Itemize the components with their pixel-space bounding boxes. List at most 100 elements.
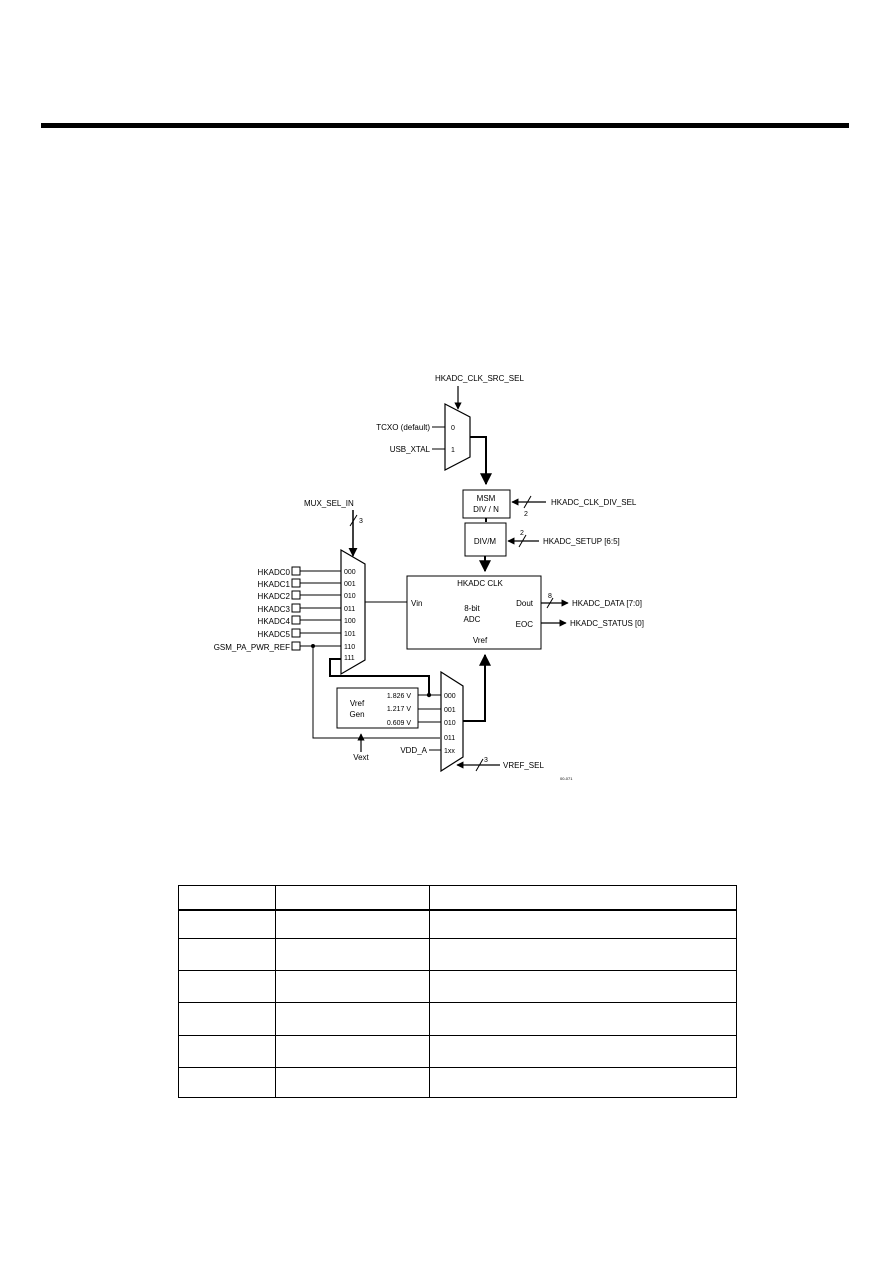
table-cell xyxy=(275,1067,430,1098)
input-label: HKADC5 xyxy=(258,630,291,639)
table-cell xyxy=(429,970,737,1003)
vref-code-3: 011 xyxy=(444,735,455,742)
input-pin xyxy=(291,641,301,651)
table-cell xyxy=(178,1002,276,1036)
input-pin xyxy=(291,590,301,600)
input-pin xyxy=(291,603,301,613)
table-cell xyxy=(178,938,276,971)
input-label: HKADC3 xyxy=(258,605,291,614)
input-row-3: HKADC3 011 xyxy=(258,603,355,614)
voltage-1: 1.826 V xyxy=(387,693,411,700)
setup-width: 2 xyxy=(520,530,524,537)
input-code: 010 xyxy=(344,593,356,600)
table-row xyxy=(178,1067,737,1098)
vref-code-0: 000 xyxy=(444,693,456,700)
table-cell xyxy=(275,909,430,939)
vref-gen-line2: Gen xyxy=(349,710,364,719)
vref-sel-label: VREF_SEL xyxy=(503,761,544,770)
usb-xtal-label: USB_XTAL xyxy=(390,445,431,454)
status-out-label: HKADC_STATUS [0] xyxy=(570,619,644,628)
input-pin xyxy=(291,566,301,576)
input-row-1: HKADC1 001 xyxy=(258,578,356,589)
adc-vin-label: Vin xyxy=(411,599,422,608)
clk-src-sel-label: HKADC_CLK_SRC_SEL xyxy=(435,374,524,383)
input-label: HKADC2 xyxy=(258,592,291,601)
input-label: HKADC0 xyxy=(258,568,291,577)
table-cell xyxy=(275,885,430,911)
input-row-0: HKADC0 000 xyxy=(258,566,356,577)
clk-div-sel-label: HKADC_CLK_DIV_SEL xyxy=(551,498,637,507)
blank-table xyxy=(178,885,737,1098)
input-row-2: HKADC2 010 xyxy=(258,590,356,601)
input-code: 101 xyxy=(344,631,356,638)
input-row-7: 111 xyxy=(344,655,355,662)
figure-id: 00-071 xyxy=(560,776,573,781)
table-cell xyxy=(178,909,276,939)
input-pin xyxy=(291,615,301,625)
input-code: 110 xyxy=(344,644,355,651)
clk-mux-input-1: 1 xyxy=(451,447,455,454)
vref-sel-width: 3 xyxy=(484,757,488,764)
table-cell xyxy=(429,885,737,911)
msm-div-line2: DIV / N xyxy=(473,505,499,514)
table-row xyxy=(178,970,737,1003)
input-label: HKADC1 xyxy=(258,580,291,589)
adc-vref-label: Vref xyxy=(473,636,488,645)
table-cell xyxy=(178,1035,276,1068)
data-out-label: HKADC_DATA [7:0] xyxy=(572,599,642,608)
table-cell xyxy=(178,885,276,911)
tcxo-label: TCXO (default) xyxy=(376,423,430,432)
input-pin xyxy=(291,578,301,588)
table-cell xyxy=(178,1067,276,1098)
adc-title-line1: 8-bit xyxy=(464,604,480,613)
vref-code-2: 010 xyxy=(444,720,456,727)
voltage-2: 1.217 V xyxy=(387,706,411,713)
table-cell xyxy=(429,938,737,971)
vext-label: Vext xyxy=(353,753,369,762)
adc-clk-label: HKADC CLK xyxy=(457,579,503,588)
table-cell xyxy=(429,1035,737,1068)
vref-gen-line1: Vref xyxy=(350,699,365,708)
setup-label: HKADC_SETUP [6:5] xyxy=(543,537,620,546)
clk-div-width: 2 xyxy=(524,511,528,518)
table-row xyxy=(178,938,737,971)
vref-mux xyxy=(440,670,464,773)
table-row xyxy=(178,885,737,911)
input-code: 000 xyxy=(344,569,356,576)
vref-code-1: 001 xyxy=(444,707,456,714)
adc-dout-label: Dout xyxy=(516,599,534,608)
adc-block xyxy=(406,575,542,650)
input-label: HKADC4 xyxy=(258,617,291,626)
table-cell xyxy=(275,970,430,1003)
adc-title-line2: ADC xyxy=(464,615,481,624)
msm-div-line1: MSM xyxy=(477,494,496,503)
table-cell xyxy=(429,909,737,939)
header-rule xyxy=(41,123,849,128)
table-cell xyxy=(275,938,430,971)
vref-gen-block xyxy=(336,687,419,729)
table-row xyxy=(178,1002,737,1036)
input-pin xyxy=(291,628,301,638)
input-label: GSM_PA_PWR_REF xyxy=(214,643,290,652)
clk-mux-input-0: 0 xyxy=(451,425,455,432)
mux-sel-width: 3 xyxy=(359,518,363,525)
clock-source-mux xyxy=(444,403,471,471)
input-row-4: HKADC4 100 xyxy=(258,615,356,626)
table-cell xyxy=(429,1067,737,1098)
input-code: 100 xyxy=(344,618,356,625)
input-code: 001 xyxy=(344,581,356,588)
input-code: 111 xyxy=(344,655,355,662)
table-cell xyxy=(275,1002,430,1036)
vref-code-4: 1xx xyxy=(444,748,455,755)
table-cell xyxy=(429,1002,737,1036)
input-row-5: HKADC5 101 xyxy=(258,628,356,639)
table-row xyxy=(178,1035,737,1068)
voltage-3: 0.609 V xyxy=(387,720,411,727)
vdd-a-label: VDD_A xyxy=(400,746,427,755)
input-code: 011 xyxy=(344,606,355,613)
table-row xyxy=(178,909,737,939)
table-cell xyxy=(275,1035,430,1068)
adc-eoc-label: EOC xyxy=(516,620,534,629)
data-width: 8 xyxy=(548,593,552,600)
